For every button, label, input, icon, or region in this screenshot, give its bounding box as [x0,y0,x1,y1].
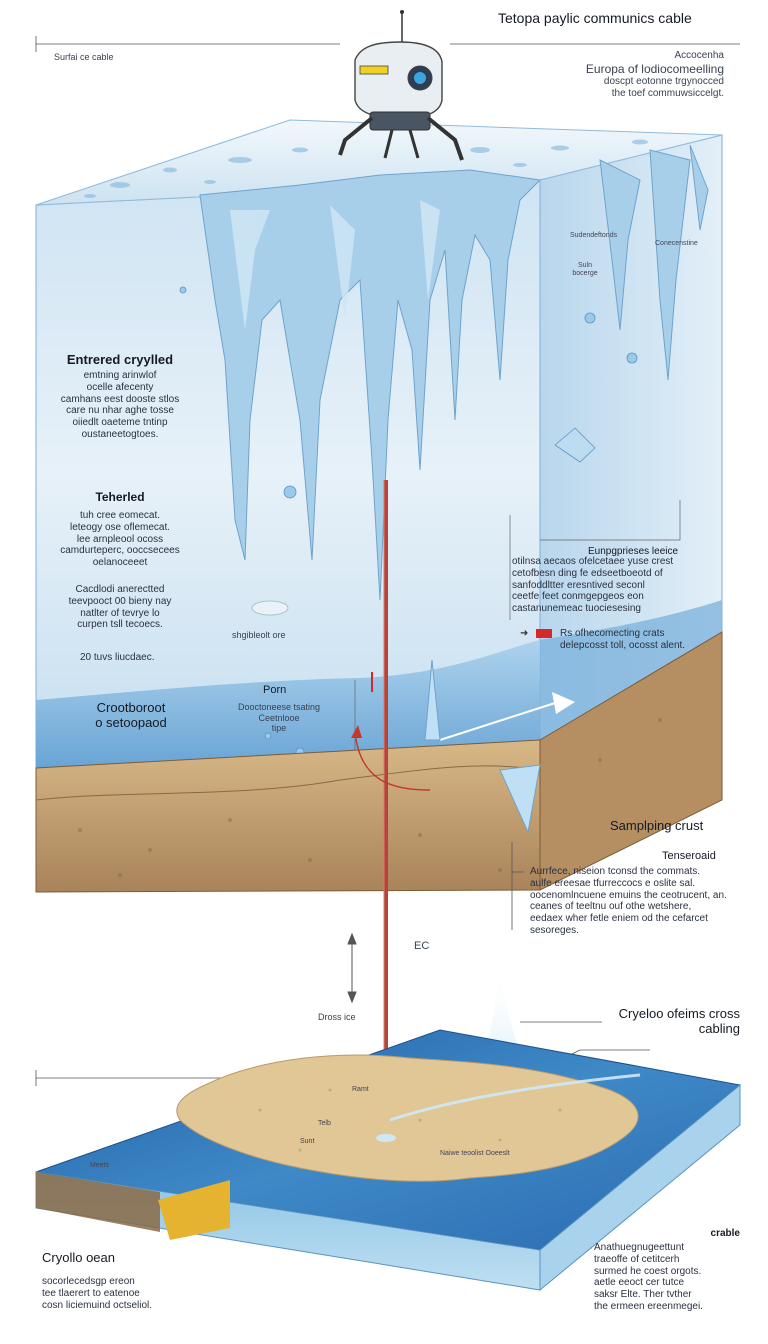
ec-label: EC [414,940,430,952]
top-right-note: Accocenha Europa of lodiocomeelling dosc… [585,50,724,99]
map-label-4: Sunt [300,1138,315,1145]
cryollo-heading: Cryollo oean [42,1250,115,1265]
arrow-right-icon [439,702,556,741]
ocean-slab [35,1029,742,1292]
porn-body: Dooctoneese tsating Ceetnlooe tipe [237,702,321,734]
double-arrow-vertical-icon [347,932,357,1004]
entered-body: emtning arinwlof ocelle afecenty camhans… [60,370,180,440]
entered-heading: Entrered cryylled [66,352,174,367]
rock-layer [35,631,723,893]
diagram-title: Tetopa paylic communics cable [498,10,692,26]
top-callout-3: Suln bocerge [572,262,598,278]
crable-body: Anathuegnugeettunt traeoffe of cetitcerh… [594,1242,703,1312]
cryeloo-heading: Cryeloo ofeims cross cabling [618,1006,740,1037]
porn-heading: Porn [263,684,287,696]
red-note: Rs ofhecomecting crats delepcosst toll, … [560,628,686,651]
red-marker: ➜ [520,628,529,639]
red-flag-icon [536,629,552,638]
tenseroaid-body: Aurrfece, niseion tconsd the commats. au… [530,866,727,936]
crootboroot-label: Crootboroot o setoopaod [95,700,167,731]
crable-heading: crable [710,1228,740,1239]
tethered-body-2: Cacdlodi anerectted teevpooct 00 bieny n… [68,584,172,631]
right-mid-heading: Eunpgprieses leeice [588,546,679,557]
tether-cable [351,480,431,1130]
robot-lander-icon [338,10,464,161]
top-callout-2: Conecenstine [655,240,698,247]
tethered-body: tuh cree eomecat. leteogy ose oflemecat.… [60,510,180,569]
sampling-crust-heading: Samplping crust [610,818,704,833]
depth-note: 20 tuvs liucdaec. [80,652,155,663]
map-label-3: Meets [90,1162,110,1169]
cryollo-body: socorlecedsgp ereon tee tlaerert to eate… [42,1276,153,1311]
tethered-heading: Teherled [95,490,145,504]
tenseroaid-heading: Tenseroaid [662,850,716,862]
map-label-5: Naiwe teoolist Ooeeslt [440,1150,510,1157]
ice-block [35,119,723,769]
surface-cable-label: Surfai ce cable [54,52,114,62]
map-label-2: Telb [318,1120,331,1127]
right-mid-body: otilnsa aecaos ofelcetaee yuse crest cet… [512,556,674,615]
ice-stalactites [199,169,542,601]
top-callout-1: Sudendeftonds [570,232,618,239]
map-label-1: Ramt [352,1086,369,1093]
dross-ice-label: Dross ice [318,1012,356,1022]
sample-caption: shgibleolt ore [232,630,286,640]
